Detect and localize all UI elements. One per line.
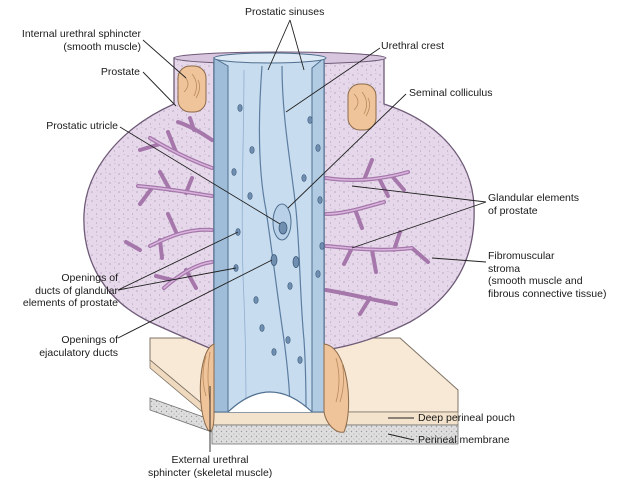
label-fibromuscular-line4: fibrous connective tissue) xyxy=(488,287,607,300)
label-perineal-membrane: Perineal membrane xyxy=(418,434,510,447)
label-glandular-elements: Glandular elements of prostate xyxy=(488,192,579,217)
label-urethral-crest-text: Urethral crest xyxy=(381,40,445,52)
label-fibromuscular-line3: (smooth muscle and xyxy=(488,275,583,287)
label-seminal-colliculus-text: Seminal colliculus xyxy=(409,87,493,99)
label-prostatic-utricle: Prostatic utricle xyxy=(46,120,118,133)
label-prostatic-sinuses-text: Prostatic sinuses xyxy=(245,6,325,18)
label-external-sphincter-line2: sphincter (skeletal muscle) xyxy=(148,466,273,479)
label-openings-glandular-line2: ducts of glandular xyxy=(35,284,118,297)
label-deep-perineal-pouch: Deep perineal pouch xyxy=(418,412,515,425)
ejaculatory-duct-openings xyxy=(270,254,300,268)
leader-internal-sphincter xyxy=(142,39,187,79)
label-openings-glandular-line1: Openings of xyxy=(61,272,118,284)
glandular-elements-right-core xyxy=(325,171,413,251)
leader-prostatic-sinuses-b xyxy=(289,19,305,71)
label-fibromuscular-line2: stroma xyxy=(488,262,521,275)
label-fibromuscular-stroma: Fibromuscular stroma (smooth muscle and … xyxy=(488,250,606,300)
label-glandular-elements-line1: Glandular elements xyxy=(488,192,580,204)
glandular-elements-left-core xyxy=(137,137,213,289)
leader-fibromuscular xyxy=(431,257,487,263)
label-perineal-membrane-text: Perineal membrane xyxy=(418,434,510,446)
label-urethral-crest: Urethral crest xyxy=(381,40,444,53)
label-prostatic-sinuses: Prostatic sinuses xyxy=(245,6,324,19)
label-deep-perineal-pouch-text: Deep perineal pouch xyxy=(418,412,515,424)
duct-openings xyxy=(231,104,325,364)
label-openings-ejaculatory-line2: ejaculatory ducts xyxy=(39,346,118,359)
label-external-sphincter-line1: External urethral xyxy=(171,454,249,466)
label-internal-sphincter: Internal urethral sphincter (smooth musc… xyxy=(22,28,141,53)
leader-openings-glandular xyxy=(117,231,239,291)
prostate-body xyxy=(83,51,475,351)
label-openings-ejaculatory-line1: Openings of xyxy=(61,334,118,346)
label-openings-glandular-line3: elements of prostate xyxy=(22,297,118,309)
label-external-sphincter: External urethral sphincter (skeletal mu… xyxy=(148,454,272,479)
leader-lines xyxy=(117,19,487,452)
leader-membrane xyxy=(387,433,415,441)
label-openings-ejaculatory: Openings of ejaculatory ducts xyxy=(39,334,118,359)
leader-prostatic-sinuses-a xyxy=(267,19,291,71)
leader-openings-ejaculatory xyxy=(117,259,273,339)
perineal-membrane xyxy=(149,397,459,445)
external-sphincter-shape xyxy=(199,343,350,433)
label-prostate: Prostate xyxy=(101,66,140,79)
label-fibromuscular-line1: Fibromuscular xyxy=(488,250,555,262)
label-glandular-elements-line2: of prostate xyxy=(488,204,538,217)
leader-openings-glandular-b xyxy=(117,267,237,291)
leader-glandular-b xyxy=(351,201,487,249)
label-prostatic-utricle-text: Prostatic utricle xyxy=(46,120,118,132)
label-internal-sphincter-line2: (smooth muscle) xyxy=(63,40,141,53)
label-prostate-text: Prostate xyxy=(100,66,140,78)
label-internal-sphincter-line1: Internal urethral sphincter xyxy=(21,28,141,40)
label-seminal-colliculus: Seminal colliculus xyxy=(409,87,492,100)
leader-glandular-a xyxy=(351,185,487,203)
leader-prostatic-utricle xyxy=(119,126,281,225)
leader-seminal-colliculus xyxy=(287,93,407,209)
label-openings-glandular: Openings of ducts of glandular elements … xyxy=(23,272,118,310)
leader-urethral-crest xyxy=(285,47,381,113)
leader-prostate xyxy=(142,71,177,107)
urethra xyxy=(213,52,327,413)
